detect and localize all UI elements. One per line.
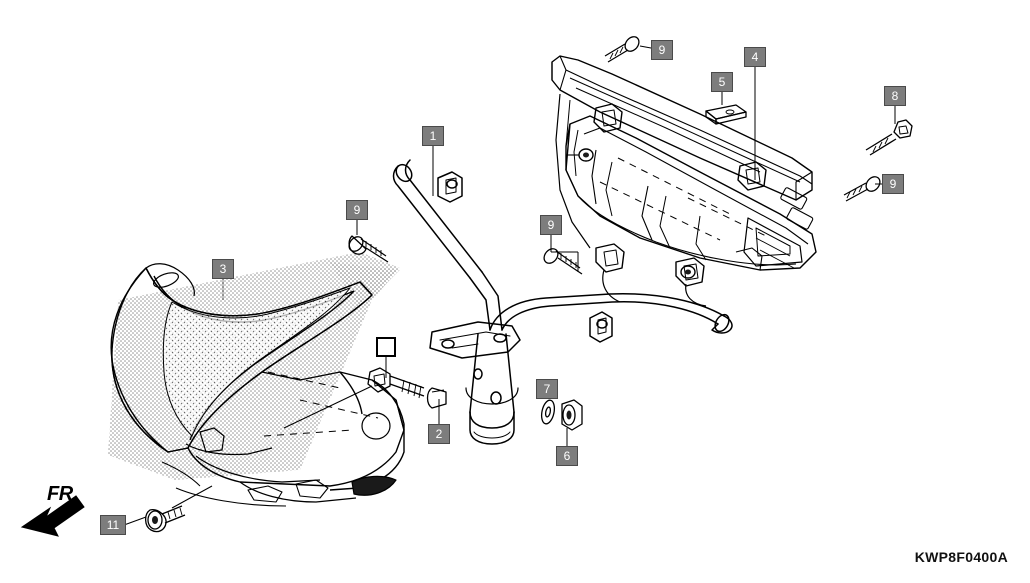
callout-7[interactable]: 7: [536, 379, 558, 399]
screw-9c: [604, 36, 640, 63]
bolt-8: [865, 119, 913, 156]
callout-3a[interactable]: 3: [212, 259, 234, 279]
handlebar-cover-assembly: [551, 55, 817, 307]
screw-9d: [843, 176, 881, 202]
nut-6: [561, 399, 583, 431]
clip-5: [705, 104, 747, 125]
callout-4[interactable]: 4: [744, 47, 766, 67]
bush-2: [426, 387, 447, 409]
handlebar-assembly: [392, 159, 733, 445]
callout-9b[interactable]: 9: [540, 215, 562, 235]
callout-6[interactable]: 6: [556, 446, 578, 466]
part-number-label: KWP8F0400A: [914, 549, 1008, 565]
screw-9a: [348, 235, 389, 263]
callout-9d[interactable]: 9: [882, 174, 904, 194]
callout-5[interactable]: 5: [711, 72, 733, 92]
callout-1[interactable]: 1: [422, 126, 444, 146]
washer-7: [540, 399, 556, 425]
bolt-2: [367, 367, 425, 399]
callout-9a[interactable]: 9: [346, 200, 368, 220]
callout-9c[interactable]: 9: [651, 40, 673, 60]
bolt-11: [144, 505, 186, 533]
callout-11[interactable]: 11: [100, 515, 126, 535]
callout-8[interactable]: 8: [884, 86, 906, 106]
fr-arrow-icon: [20, 495, 85, 537]
front-cowl-assembly: [108, 252, 405, 509]
callout-blank[interactable]: [376, 337, 396, 357]
hardware-fasteners: [144, 36, 913, 533]
front-direction-label: FR.: [47, 483, 78, 505]
screw-9b: [543, 248, 583, 275]
callout-2[interactable]: 2: [428, 424, 450, 444]
